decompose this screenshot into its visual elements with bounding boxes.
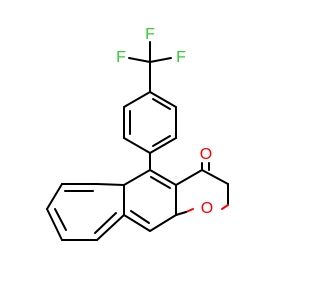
left-ring-double-3: [94, 212, 117, 234]
structure-diagram: F F F O O: [46, 26, 229, 241]
naphthalene-central-ring: [123, 169, 177, 232]
naphthalene-left-ring: [46, 183, 125, 241]
pyran-bond-o-ch2: [185, 208, 194, 213]
center-ring-double-1: [150, 176, 171, 189]
left-ring-bond-1: [96, 183, 125, 186]
left-ring-double-2: [54, 208, 67, 231]
bond-c-f-right: [149, 57, 172, 63]
pyran-bond-1: [175, 169, 203, 186]
carbonyl-group: [201, 162, 210, 171]
left-ring-bond-6: [96, 214, 125, 241]
center-ring-bond-6: [149, 169, 177, 186]
phenyl-ring: [123, 91, 177, 154]
phenyl-double-1: [152, 98, 171, 110]
pyran-bond-o-c: [221, 204, 229, 210]
pyranone-ring: [175, 169, 229, 216]
ring-oxygen-atom: O: [201, 200, 213, 217]
pyran-bond-2: [201, 169, 229, 185]
pyran-bond-ch2-ring: [175, 211, 187, 216]
molecule-canvas: F F F O O: [46, 26, 229, 241]
left-ring-bond-3: [46, 183, 63, 210]
fluorine-atom-right: F: [176, 49, 186, 66]
trifluoromethyl-group: [128, 41, 172, 93]
phenyl-bond-1: [149, 91, 177, 108]
bond-c-f-left: [128, 57, 151, 63]
phenyl-bond-3: [149, 137, 177, 154]
phenyl-bond-6: [123, 91, 151, 108]
fluorine-atom-top: F: [145, 26, 155, 43]
left-ring-bond-4: [46, 208, 63, 241]
center-ring-double-2: [130, 210, 150, 224]
phenyl-double-2: [152, 135, 171, 147]
center-ring-bond-4: [149, 214, 177, 232]
fluorine-atom-left: F: [116, 49, 126, 66]
carbonyl-oxygen-atom: O: [200, 146, 212, 163]
center-ring-bond-3: [123, 214, 151, 232]
center-ring-bond-1: [123, 169, 151, 186]
phenyl-bond-4: [123, 137, 151, 154]
